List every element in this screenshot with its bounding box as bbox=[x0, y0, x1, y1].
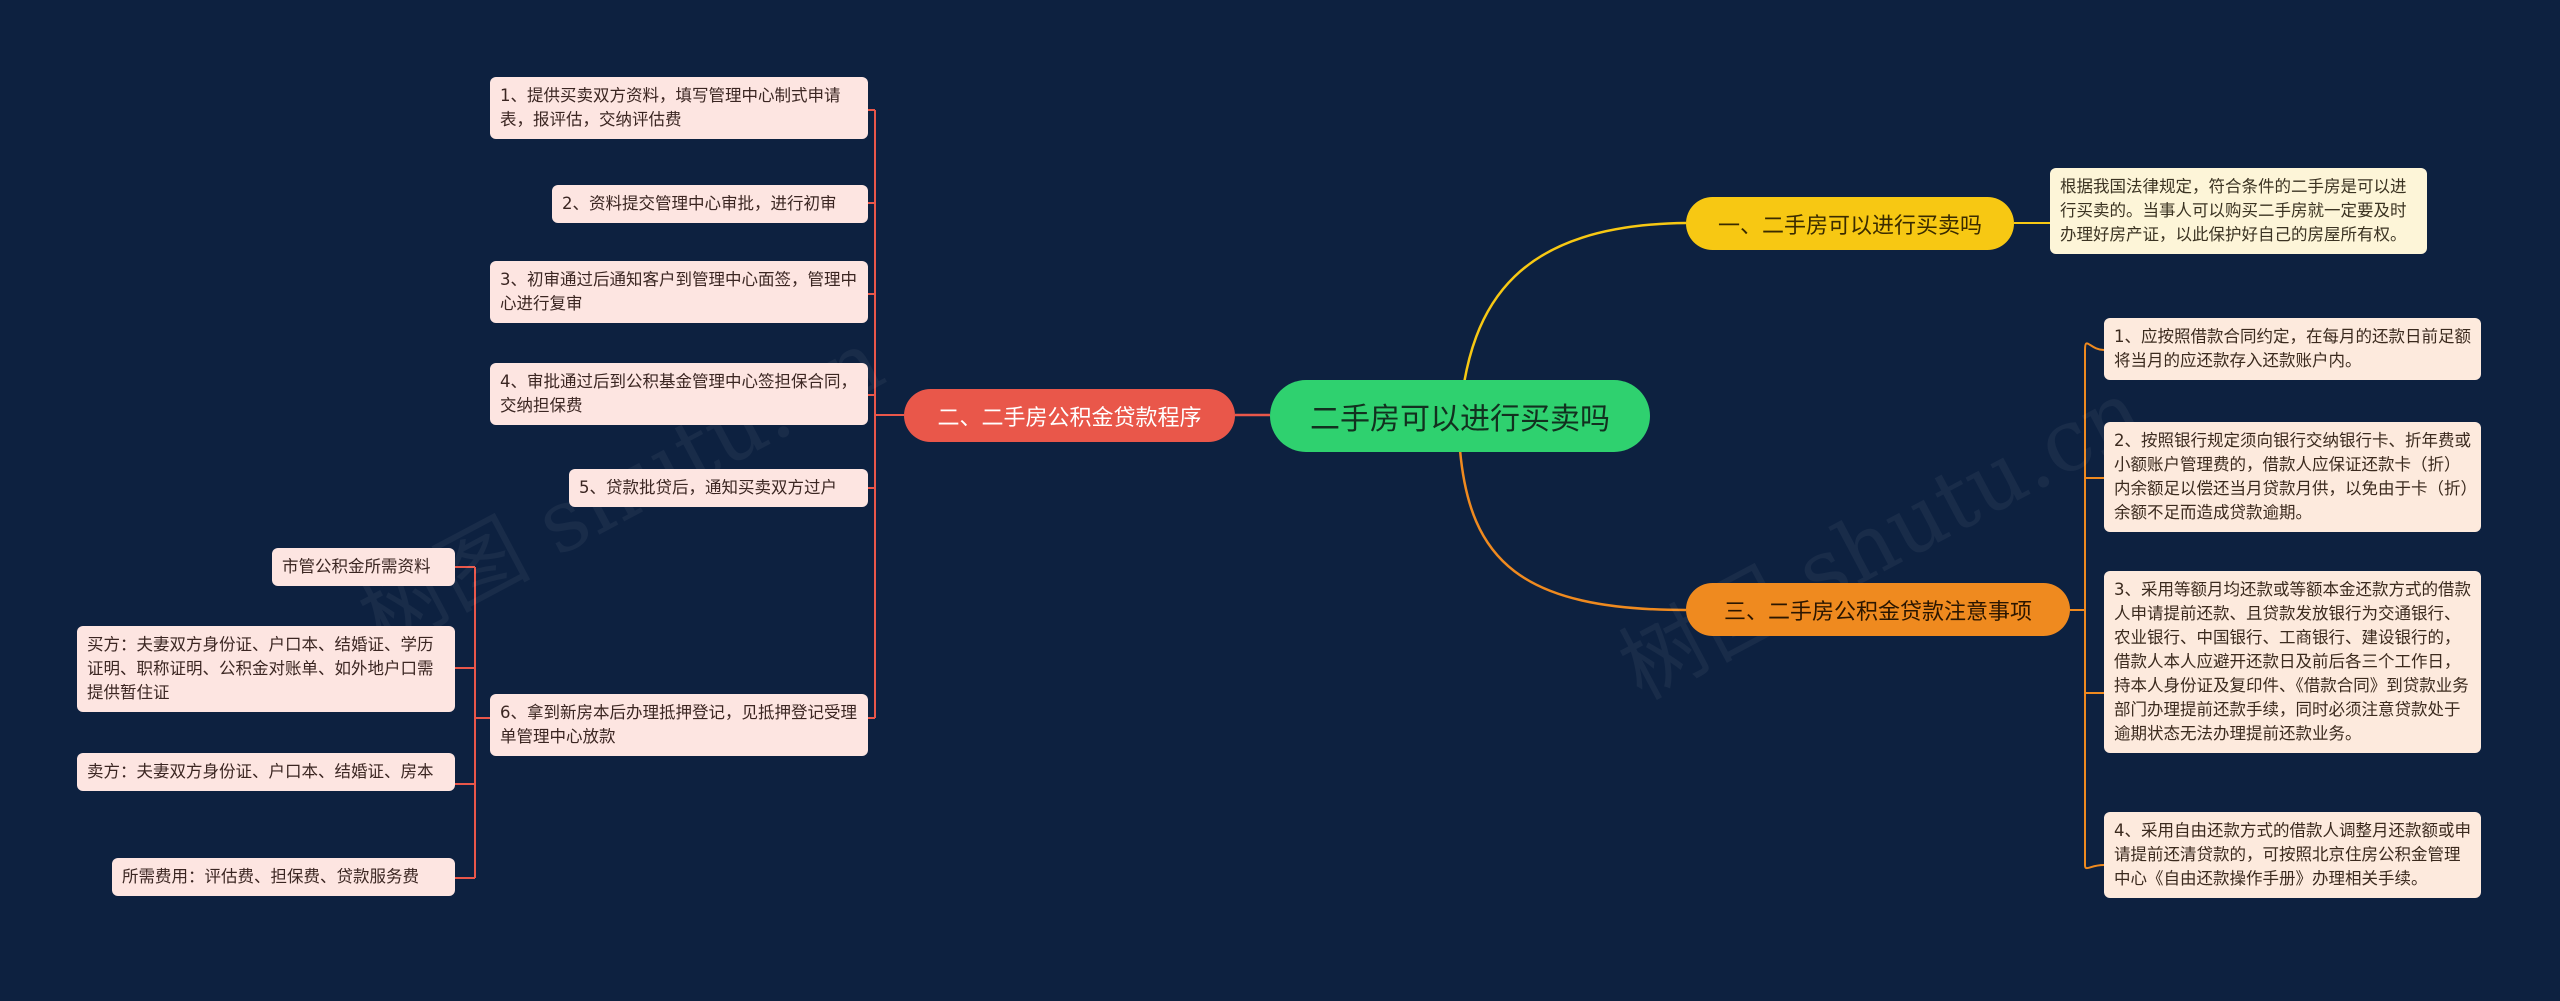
b3-leaf-2[interactable]: 2、按照银行规定须向银行交纳银行卡、折年费或小额账户管理费的，借款人应保证还款卡… bbox=[2104, 422, 2481, 532]
b2-sub-leaf-2[interactable]: 买方：夫妻双方身份证、户口本、结婚证、学历证明、职称证明、公积金对账单、如外地户… bbox=[77, 626, 455, 712]
b2-sub-leaf-3[interactable]: 卖方：夫妻双方身份证、户口本、结婚证、房本 bbox=[77, 753, 455, 791]
b3-leaf-4[interactable]: 4、采用自由还款方式的借款人调整月还款额或申请提前还清贷款的，可按照北京住房公积… bbox=[2104, 812, 2481, 898]
b2-sub-leaf-1[interactable]: 市管公积金所需资料 bbox=[272, 548, 455, 586]
link-b3-leaves bbox=[2070, 342, 2105, 870]
b2-leaf-3[interactable]: 3、初审通过后通知客户到管理中心面签，管理中心进行复审 bbox=[490, 261, 868, 323]
b2-leaf-1[interactable]: 1、提供买卖双方资料，填写管理中心制式申请表，报评估，交纳评估费 bbox=[490, 77, 868, 139]
b2-leaf-4[interactable]: 4、审批通过后到公积基金管理中心签担保合同，交纳担保费 bbox=[490, 363, 868, 425]
link-sub-leaves bbox=[455, 566, 490, 879]
branch-b3[interactable]: 三、二手房公积金贷款注意事项 bbox=[1686, 583, 2070, 636]
center-node[interactable]: 二手房可以进行买卖吗 bbox=[1270, 380, 1650, 452]
link-center-b1 bbox=[1458, 221, 1687, 416]
b3-leaf-3[interactable]: 3、采用等额月均还款或等额本金还款方式的借款人申请提前还款、且贷款发放银行为交通… bbox=[2104, 571, 2481, 753]
b2-leaf-2[interactable]: 2、资料提交管理中心审批，进行初审 bbox=[552, 185, 868, 223]
link-center-b3 bbox=[1458, 449, 1687, 612]
b1-leaf-1[interactable]: 根据我国法律规定，符合条件的二手房是可以进行买卖的。当事人可以购买二手房就一定要… bbox=[2050, 168, 2427, 254]
link-b2-leaves bbox=[868, 109, 904, 719]
branch-b1[interactable]: 一、二手房可以进行买卖吗 bbox=[1686, 197, 2014, 250]
b2-leaf-6[interactable]: 6、拿到新房本后办理抵押登记，见抵押登记受理单管理中心放款 bbox=[490, 694, 868, 756]
b3-leaf-1[interactable]: 1、应按照借款合同约定，在每月的还款日前足额将当月的应还款存入还款账户内。 bbox=[2104, 318, 2481, 380]
branch-b2[interactable]: 二、二手房公积金贷款程序 bbox=[904, 389, 1235, 442]
b2-sub-leaf-4[interactable]: 所需费用：评估费、担保费、贷款服务费 bbox=[112, 858, 455, 896]
b2-leaf-5[interactable]: 5、贷款批贷后，通知买卖双方过户 bbox=[569, 469, 868, 507]
